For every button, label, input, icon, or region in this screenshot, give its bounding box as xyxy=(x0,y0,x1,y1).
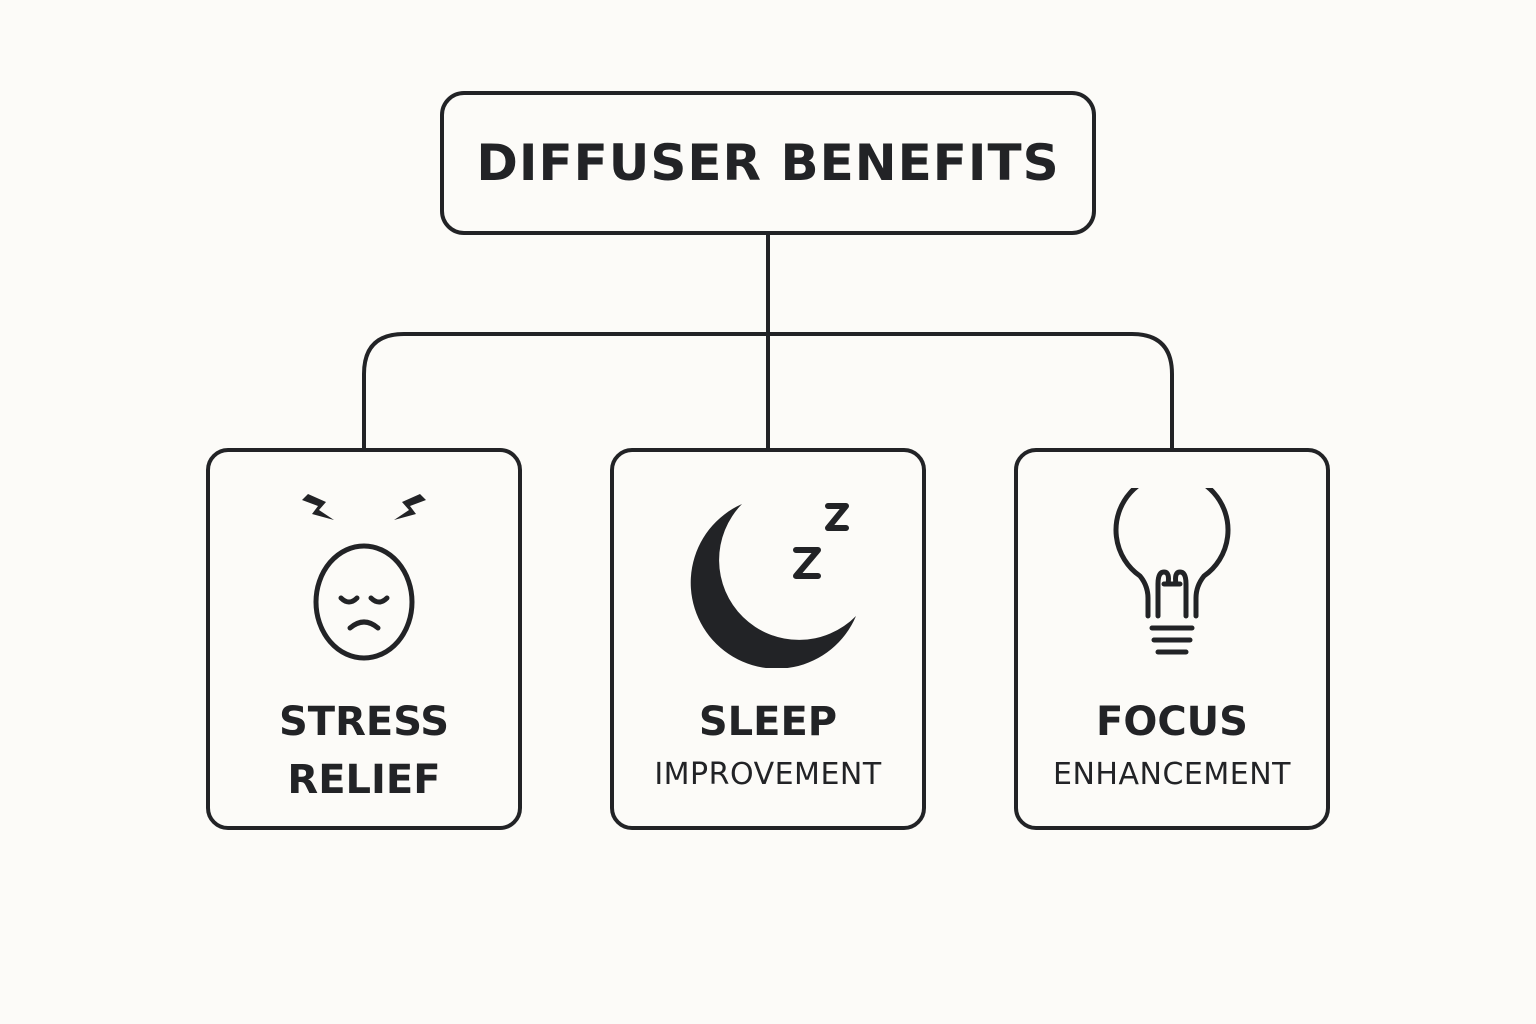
benefit-card-sleep-improvement: SLEEP IMPROVEMENT xyxy=(610,448,926,830)
benefit-title-line2: RELIEF xyxy=(287,757,441,803)
benefit-title-line1: FOCUS xyxy=(1096,699,1248,745)
benefit-title-line2: IMPROVEMENT xyxy=(654,757,882,792)
moon-sleep-icon xyxy=(690,503,856,668)
stressed-face-icon xyxy=(302,494,426,661)
root-node: DIFFUSER BENEFITS xyxy=(440,91,1096,235)
branch-connector xyxy=(362,332,1174,450)
benefit-title-line2: ENHANCEMENT xyxy=(1053,757,1291,792)
diagram-title: DIFFUSER BENEFITS xyxy=(476,134,1060,192)
benefit-card-stress-relief: STRESS RELIEF xyxy=(206,448,522,830)
benefit-title-line1: SLEEP xyxy=(698,699,838,745)
benefit-title-line1: STRESS xyxy=(278,699,450,745)
benefit-card-focus-enhancement: FOCUS ENHANCEMENT xyxy=(1014,448,1330,830)
lightbulb-icon xyxy=(1113,488,1231,655)
